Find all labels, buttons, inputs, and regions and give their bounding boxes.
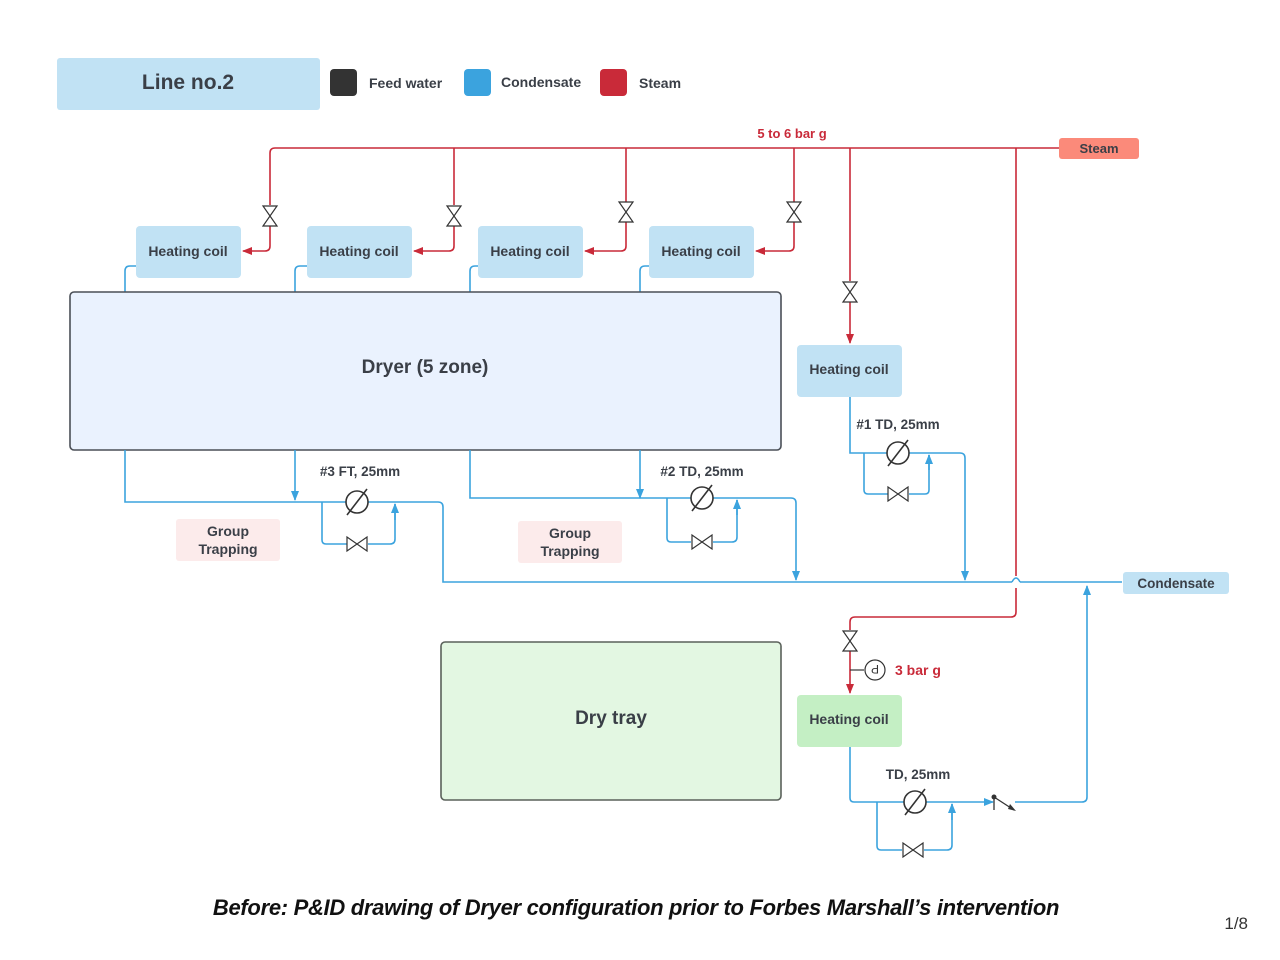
pressure-gauge-icon — [864, 659, 886, 681]
legend-swatch-condensate — [464, 69, 491, 96]
legend-label-feed-water: Feed water — [369, 75, 443, 91]
group-trapping-note-2: Group Trapping — [518, 521, 622, 563]
dry-tray-box — [440, 641, 782, 801]
group-trapping-line1: Group — [207, 523, 249, 539]
trap-3-label: #3 FT, 25mm — [320, 464, 400, 479]
group-trapping-line2: Trapping — [198, 541, 257, 557]
dryer-box — [69, 291, 782, 451]
coil-to-dryer-lines — [124, 265, 649, 292]
bypass-valve-2[interactable] — [691, 534, 713, 550]
isolation-valve-2[interactable] — [446, 205, 462, 227]
isolation-valve-5[interactable] — [842, 281, 858, 303]
heating-coil-label: Heating coil — [809, 361, 888, 377]
isolation-valve-3[interactable] — [618, 201, 634, 223]
pressure-gauge-symbol: P — [871, 662, 879, 676]
heating-coil-2: Heating coil — [307, 226, 412, 278]
isolation-valve-4[interactable] — [786, 201, 802, 223]
isolation-valve-1[interactable] — [262, 205, 278, 227]
dryer-label: Dryer (5 zone) — [362, 357, 489, 378]
heating-coil-4: Heating coil — [649, 226, 754, 278]
trap-1-label: #1 TD, 25mm — [856, 417, 939, 432]
group-trapping-line1: Group — [549, 525, 591, 541]
steam-header-line — [269, 147, 1060, 630]
page-indicator: 1/8 — [1224, 914, 1248, 933]
steam-tag-label: Steam — [1079, 141, 1118, 156]
condensate-network — [124, 397, 1122, 851]
group-trapping-note-1: Group Trapping — [176, 519, 280, 561]
steam-tag — [1059, 138, 1139, 159]
heating-coil-5: Heating coil — [797, 345, 902, 397]
pressure-gauge-reading: 3 bar g — [895, 662, 941, 678]
heating-coil-label: Heating coil — [661, 243, 740, 259]
legend-swatch-steam — [600, 69, 627, 96]
heating-coil-1: Heating coil — [136, 226, 241, 278]
bypass-valve-tray[interactable] — [902, 842, 924, 858]
check-valve-icon — [991, 794, 1016, 811]
heating-coil-label: Heating coil — [319, 243, 398, 259]
steam-trap-2 — [690, 484, 714, 512]
heating-coil-label: Heating coil — [490, 243, 569, 259]
trap-tray-label: TD, 25mm — [886, 767, 951, 782]
heating-coil-6: Heating coil — [797, 695, 902, 747]
steam-trap-3 — [345, 488, 369, 516]
group-trapping-line2: Trapping — [540, 543, 599, 559]
heating-coil-label: Heating coil — [809, 711, 888, 727]
steam-trap-tray — [903, 788, 927, 816]
legend-label-condensate: Condensate — [501, 74, 581, 90]
header-pressure-label: 5 to 6 bar g — [757, 126, 826, 141]
figure-caption: Before: P&ID drawing of Dryer configurat… — [212, 895, 1060, 920]
title: Line no.2 — [142, 71, 234, 94]
steam-trap-1 — [886, 439, 910, 467]
bypass-valve-3[interactable] — [346, 536, 368, 552]
trap-2-label: #2 TD, 25mm — [660, 464, 743, 479]
bypass-valve-1[interactable] — [887, 486, 909, 502]
condensate-tag — [1123, 572, 1229, 594]
heating-coil-label: Heating coil — [148, 243, 227, 259]
legend-swatch-feed-water — [330, 69, 357, 96]
condensate-tag-label: Condensate — [1137, 576, 1215, 591]
heating-coil-3: Heating coil — [478, 226, 583, 278]
legend-label-steam: Steam — [639, 75, 681, 91]
dry-tray-label: Dry tray — [575, 708, 647, 729]
isolation-valve-6[interactable] — [842, 630, 858, 652]
title-box — [57, 58, 320, 110]
steam-branches — [242, 222, 854, 694]
